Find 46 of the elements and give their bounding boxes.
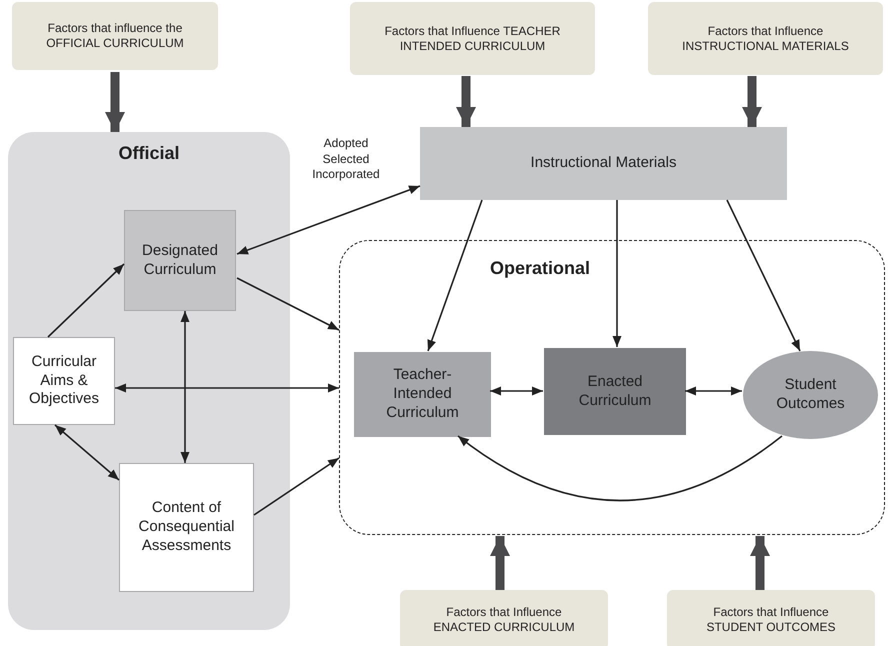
arrow <box>236 277 340 331</box>
process-box <box>354 352 491 437</box>
arrow <box>612 200 622 347</box>
arrow <box>685 386 742 396</box>
node-label: Factors that Influence ENACTED CURRICULUM <box>432 605 576 635</box>
thick-arrow <box>742 76 762 127</box>
arrow <box>54 424 120 481</box>
factor-box <box>667 590 875 646</box>
group-panel <box>8 132 290 630</box>
node-label: Factors that Influence INSTRUCTIONAL MATERIALS <box>681 24 850 54</box>
group-heading: Operational <box>490 257 590 280</box>
process-box <box>124 210 236 311</box>
arrow <box>458 435 782 502</box>
arrow <box>427 200 483 352</box>
thick-arrow <box>456 76 476 127</box>
arrow <box>726 200 801 352</box>
arrow <box>115 384 339 392</box>
node-label: Curricular Aims & Objectives <box>28 352 100 410</box>
factor-box <box>400 590 608 646</box>
factor-box <box>350 2 595 75</box>
node-label: Factors that Influence TEACHER INTENDED CURRICULUM <box>384 24 562 54</box>
node-label: Content of Consequential Assessments <box>138 499 236 556</box>
node-label: Designated Curriculum <box>141 242 219 280</box>
edge-label: Adopted Selected Incorporated <box>311 136 381 183</box>
arrow <box>236 185 420 255</box>
factor-box <box>648 2 883 75</box>
arrow <box>254 457 340 516</box>
process-box <box>13 337 115 425</box>
node-label: Factors that Influence STUDENT OUTCOMES <box>705 605 837 635</box>
node-label: Student Outcomes <box>775 376 846 414</box>
factor-box <box>12 2 218 70</box>
node-label: Enacted Curriculum <box>578 372 652 410</box>
arrow <box>180 311 190 463</box>
process-box <box>119 463 254 592</box>
node-label: Factors that influence the OFFICIAL CURRICULUM <box>45 21 185 51</box>
arrow <box>47 263 125 338</box>
node-label: Teacher-Intended Curriculum <box>385 366 460 423</box>
process-box <box>420 127 787 200</box>
thick-arrow <box>750 536 770 590</box>
group-heading: Official <box>118 142 180 164</box>
process-box <box>544 348 686 435</box>
node-label: Instructional Materials <box>530 154 676 173</box>
thick-arrow <box>105 72 125 132</box>
arrow <box>490 386 543 396</box>
thick-arrow <box>490 536 510 590</box>
dashed-group-outline <box>339 240 885 535</box>
